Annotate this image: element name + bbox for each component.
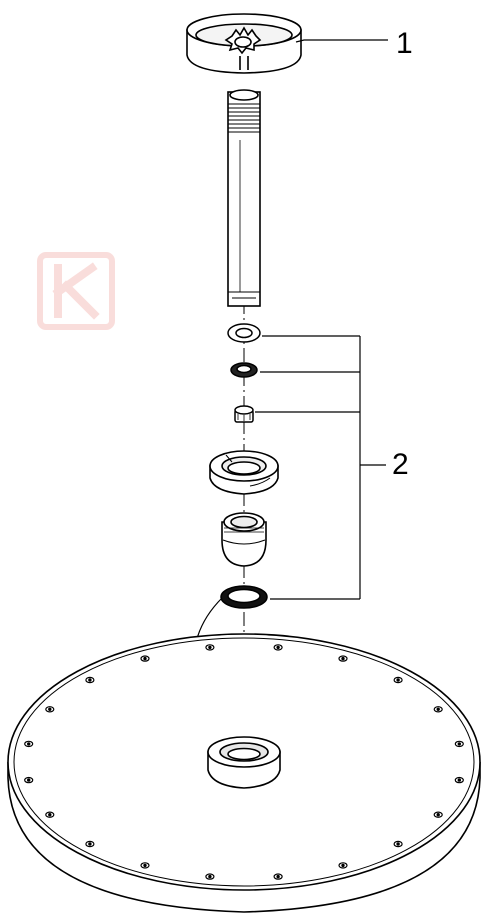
plate-screw-center bbox=[27, 778, 31, 782]
washer bbox=[227, 323, 261, 343]
plate-screw-center bbox=[436, 813, 440, 817]
plate-screw-center bbox=[276, 645, 280, 650]
shower-arm-pipe bbox=[227, 89, 261, 307]
plate-screws bbox=[24, 644, 464, 880]
plate-screw-center bbox=[457, 742, 461, 746]
o-ring-small bbox=[230, 362, 258, 378]
plate-screw-center bbox=[396, 678, 400, 682]
callout-number-2: 2 bbox=[392, 448, 409, 481]
o-ring-large bbox=[220, 585, 268, 609]
leader-line-1 bbox=[295, 39, 388, 43]
plate-screw-center bbox=[208, 874, 212, 879]
plate-screw-center bbox=[341, 656, 345, 661]
plate-screw-center bbox=[341, 863, 345, 868]
plate-connector bbox=[207, 736, 281, 789]
watermark-logo bbox=[37, 252, 115, 330]
plate-screw-center bbox=[48, 813, 52, 817]
leader-lines-2 bbox=[255, 335, 386, 600]
strainer bbox=[234, 405, 254, 423]
callout-number-1: 1 bbox=[396, 27, 413, 60]
union-nut bbox=[209, 450, 279, 495]
plate-screw-center bbox=[48, 707, 52, 712]
plate-screw-center bbox=[88, 842, 92, 846]
plate-screw-center bbox=[457, 778, 461, 782]
plate-screw-center bbox=[208, 645, 212, 650]
ball-joint bbox=[221, 512, 267, 567]
plate-screw-center bbox=[396, 842, 400, 846]
plate-screw-center bbox=[276, 874, 280, 879]
plate-screw-center bbox=[143, 656, 147, 661]
plate-screw-center bbox=[88, 678, 92, 682]
plate-screw-center bbox=[27, 742, 31, 746]
plate-screw-center bbox=[143, 863, 147, 868]
ceiling-flange bbox=[186, 13, 302, 74]
plate-screw-center bbox=[436, 707, 440, 712]
